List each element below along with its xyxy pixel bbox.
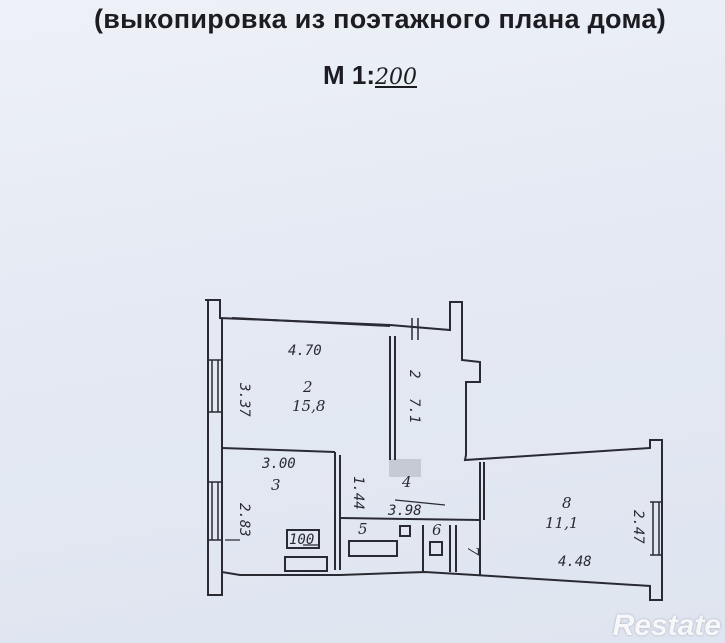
dim-room8-height: 2.47 — [630, 510, 646, 544]
restate-watermark: Restate — [612, 609, 721, 642]
room8-area: 11,1 — [545, 514, 578, 532]
scale-label: М 1:200 — [323, 60, 417, 91]
stove — [286, 529, 320, 549]
dim-room2-height: 3.37 — [236, 382, 252, 417]
dim-hall-side: 1.44 — [350, 476, 366, 510]
hall-number: 4 — [401, 473, 412, 491]
kitchen-number: 3 — [271, 476, 281, 494]
dim-hall-width: 3.98 — [387, 503, 422, 519]
scale-prefix: М 1: — [323, 60, 375, 90]
room7-number: 7 — [464, 546, 482, 556]
document-title: (выкопировка из поэтажного плана дома) — [93, 4, 666, 34]
window-room2 — [209, 359, 222, 413]
dim-room8-width: 4.48 — [558, 554, 592, 570]
window-room8 — [650, 501, 662, 556]
walls-small-rooms — [422, 525, 457, 572]
stove-label: 100 — [289, 532, 314, 548]
room6-number: 6 — [432, 521, 442, 539]
dim-kitchen-width: 3.00 — [261, 456, 296, 472]
outer-wall — [205, 299, 663, 601]
room2-area: 15,8 — [292, 397, 325, 415]
room5-number: 5 — [358, 520, 368, 538]
dim-room2-width: 4.70 — [288, 343, 322, 359]
window-kitchen — [209, 481, 222, 541]
dim-corridor-width: 2 — [406, 370, 422, 378]
dim-kitchen-height: 2.83 — [236, 503, 252, 537]
toilet — [429, 541, 443, 556]
room2-number: 2 — [302, 378, 313, 396]
bathtub — [348, 540, 398, 557]
dim-corridor-height: 7.1 — [406, 398, 422, 423]
wall-room2-kitchen — [221, 447, 336, 453]
room8-number: 8 — [562, 494, 572, 512]
scale-value: 200 — [375, 65, 417, 90]
